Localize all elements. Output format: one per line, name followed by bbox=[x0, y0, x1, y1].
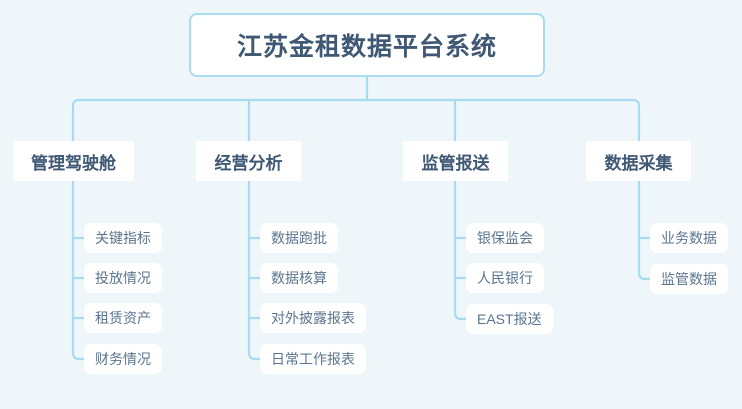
leaf-node-label: 日常工作报表 bbox=[271, 351, 355, 367]
root-node[interactable]: 江苏金租数据平台系统 bbox=[189, 13, 545, 77]
level2-bus bbox=[71, 98, 641, 141]
leaf-node-label: 关键指标 bbox=[95, 230, 151, 246]
leaf-node-label: 租赁资产 bbox=[95, 310, 151, 326]
leaf-node[interactable]: 对外披露报表 bbox=[260, 303, 366, 333]
branch-node-business-analysis[interactable]: 经营分析 bbox=[196, 141, 301, 181]
leaf-node[interactable]: 财务情况 bbox=[84, 344, 162, 374]
branch-node-label: 数据采集 bbox=[604, 153, 673, 173]
leaf-node-label: 数据跑批 bbox=[271, 230, 327, 246]
branch-1-spine bbox=[71, 181, 84, 361]
leaf-node-label: 业务数据 bbox=[661, 230, 717, 246]
leaf-node[interactable]: EAST报送 bbox=[466, 304, 553, 334]
leaf-node[interactable]: 投放情况 bbox=[84, 263, 162, 293]
leaf-node[interactable]: 银保监会 bbox=[466, 223, 544, 253]
leaf-node-label: 监管数据 bbox=[661, 271, 717, 287]
branch-2-spine bbox=[247, 181, 260, 361]
leaf-node[interactable]: 关键指标 bbox=[84, 223, 162, 253]
leaf-node[interactable]: 业务数据 bbox=[650, 223, 728, 253]
leaf-node[interactable]: 数据核算 bbox=[260, 263, 338, 293]
branch-4-spine bbox=[637, 181, 650, 281]
leaf-node-label: 投放情况 bbox=[95, 270, 151, 286]
branch-3-spine bbox=[453, 181, 466, 321]
leaf-node[interactable]: 监管数据 bbox=[650, 264, 728, 294]
leaf-node[interactable]: 人民银行 bbox=[466, 263, 544, 293]
leaf-node-label: EAST报送 bbox=[477, 311, 542, 327]
branch-node-regulatory-reporting[interactable]: 监管报送 bbox=[403, 141, 508, 181]
branch-node-label: 经营分析 bbox=[214, 153, 283, 173]
branch-node-management-cockpit[interactable]: 管理驾驶舱 bbox=[13, 141, 134, 181]
leaf-node-label: 银保监会 bbox=[477, 230, 533, 246]
leaf-node-label: 财务情况 bbox=[95, 351, 151, 367]
leaf-node[interactable]: 数据跑批 bbox=[260, 223, 338, 253]
leaf-node-label: 人民银行 bbox=[477, 270, 533, 286]
branch-node-data-collection[interactable]: 数据采集 bbox=[586, 141, 691, 181]
leaf-node[interactable]: 日常工作报表 bbox=[260, 344, 366, 374]
branch-node-label: 管理驾驶舱 bbox=[31, 153, 116, 173]
leaf-node[interactable]: 租赁资产 bbox=[84, 303, 162, 333]
root-node-label: 江苏金租数据平台系统 bbox=[236, 33, 497, 61]
leaf-node-label: 对外披露报表 bbox=[271, 310, 355, 326]
leaf-node-label: 数据核算 bbox=[271, 270, 327, 286]
branch-node-label: 监管报送 bbox=[421, 153, 490, 173]
